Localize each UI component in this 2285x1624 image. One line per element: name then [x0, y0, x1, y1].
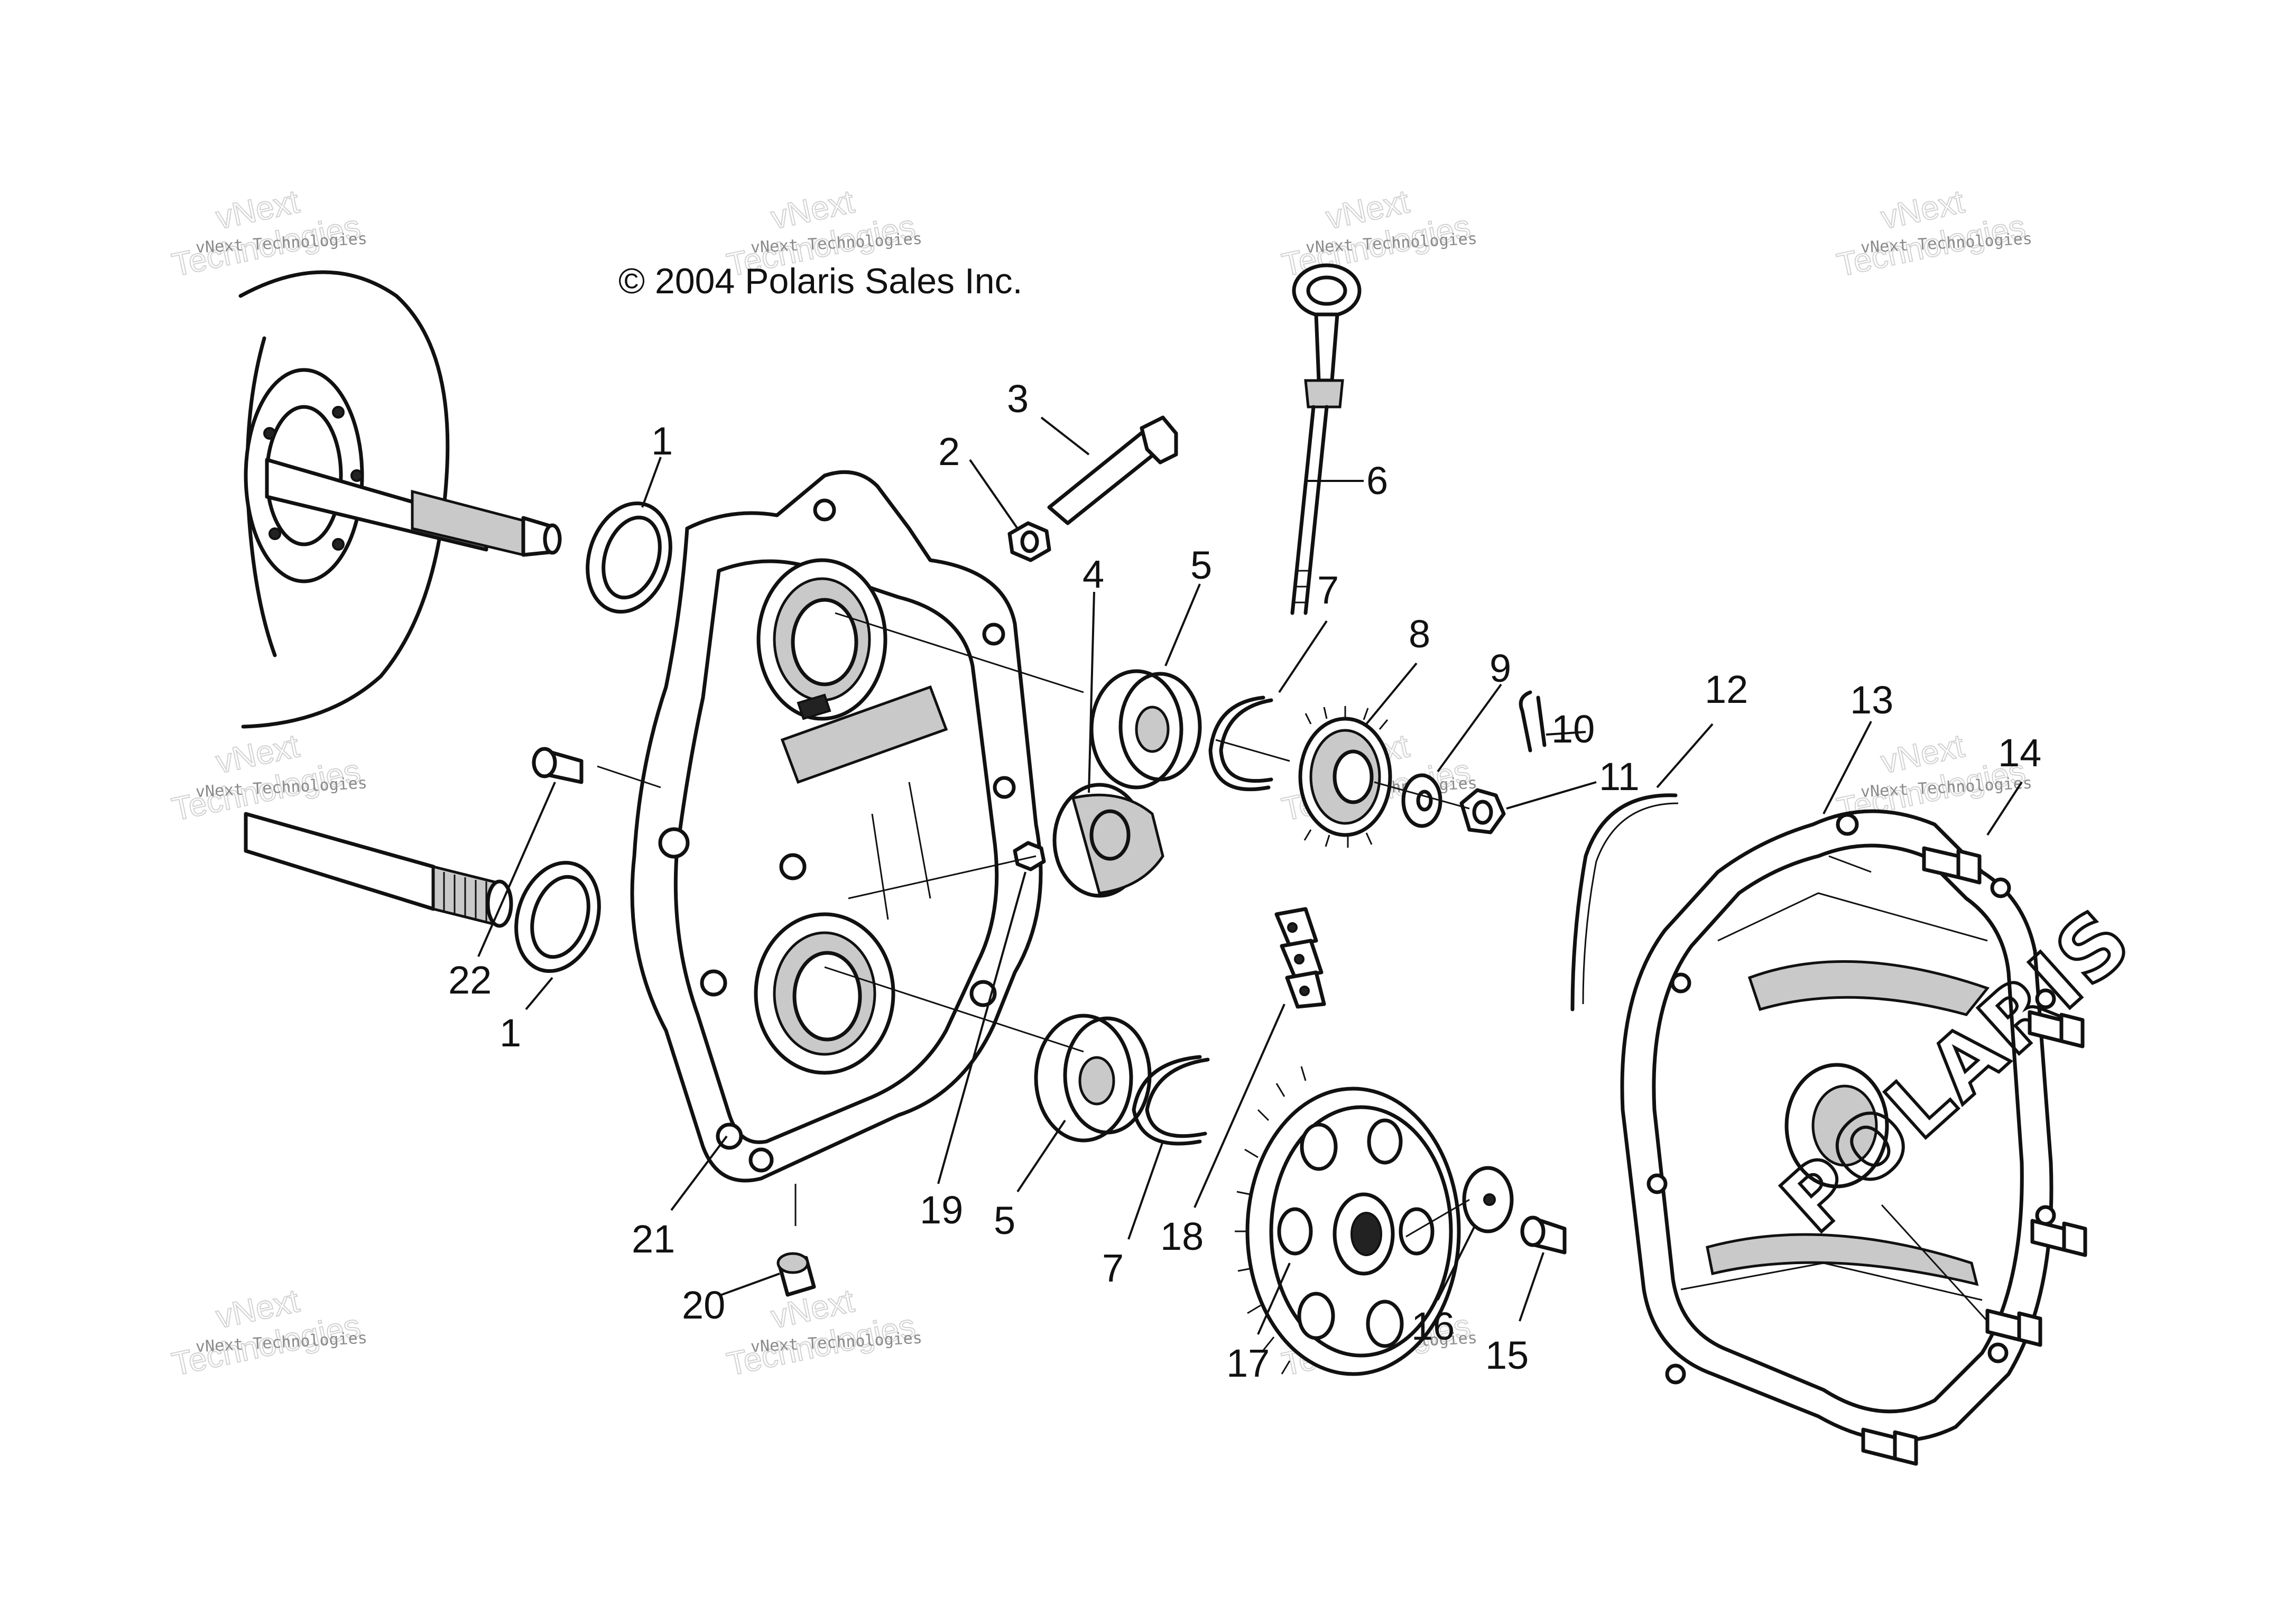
copyright-text: © 2004 Polaris Sales Inc.: [618, 261, 1023, 301]
callout-1-lower: 1: [499, 1011, 521, 1055]
callout-19: 19: [920, 1188, 963, 1232]
cotter-pin: [1519, 690, 1547, 753]
castle-nut: [1459, 788, 1506, 834]
callout-20: 20: [682, 1283, 725, 1327]
drain-plug: [776, 1252, 816, 1297]
bearing-lower: [1034, 1014, 1152, 1143]
drive-chain: [1274, 907, 1326, 1009]
callout-4: 4: [1083, 552, 1104, 596]
callout-labels: 1 2 3 4 5 6 7 8 9 10 11 12 13 14 1 22 19…: [448, 377, 2041, 1385]
snap-ring-lower: [1132, 1055, 1210, 1146]
callout-21: 21: [632, 1217, 675, 1261]
leader-lines: [477, 416, 2023, 1335]
callout-12: 12: [1705, 667, 1748, 711]
callout-5-lower: 5: [994, 1199, 1015, 1242]
callout-16: 16: [1411, 1304, 1455, 1348]
sprocket-bolt: [1520, 1215, 1567, 1255]
alignment-lines: [597, 612, 1988, 1322]
callout-1-upper: 1: [651, 419, 673, 463]
driven-shaft: [244, 812, 513, 928]
callout-7-lower: 7: [1102, 1246, 1124, 1290]
drive-sprocket: [1298, 706, 1392, 848]
dowel-pin: [532, 747, 584, 784]
callout-8: 8: [1409, 612, 1430, 656]
callout-6: 6: [1366, 459, 1388, 503]
chaincase-housing: [630, 470, 1043, 1183]
bearing-upper: [1089, 669, 1202, 790]
dipstick: [1290, 263, 1362, 615]
washer: [1401, 773, 1442, 828]
callout-11: 11: [1599, 755, 1640, 799]
callout-17: 17: [1226, 1341, 1270, 1385]
housing-nut: [1013, 841, 1046, 871]
callout-2: 2: [938, 430, 960, 474]
chaincase-cover: POLARIS: [1620, 809, 2152, 1443]
seal-lower: [514, 860, 601, 973]
callout-15: 15: [1485, 1333, 1529, 1377]
callout-3: 3: [1007, 377, 1029, 421]
seal-upper: [586, 501, 672, 614]
callout-14: 14: [1998, 731, 2041, 775]
hex-nut: [1007, 521, 1051, 562]
cover-bolts: [1861, 846, 2087, 1466]
chain-tensioner: [1052, 783, 1164, 898]
callout-18: 18: [1160, 1214, 1204, 1258]
callout-10: 10: [1551, 707, 1595, 751]
callout-9: 9: [1490, 646, 1511, 690]
snap-ring-upper: [1208, 695, 1273, 792]
drive-clutch-assembly: [238, 270, 562, 729]
callout-22: 22: [448, 958, 492, 1002]
callout-7-upper: 7: [1317, 568, 1339, 612]
callout-5-upper: 5: [1190, 543, 1212, 587]
gasket-seal: [1570, 793, 1679, 1011]
callout-13: 13: [1850, 678, 1893, 722]
driven-sprocket: [1235, 1066, 1461, 1376]
tensioner-bolt: [1047, 415, 1178, 525]
flat-washer: [1462, 1166, 1514, 1233]
